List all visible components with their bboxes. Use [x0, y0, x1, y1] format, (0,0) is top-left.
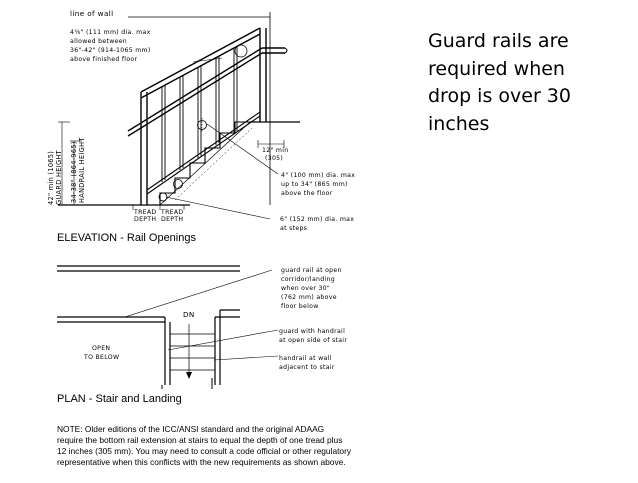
tread-depth-1-line-2: DEPTH [134, 216, 156, 223]
elevation-labels: line of wall 4⅜" (111 mm) dia. max allow… [47, 9, 355, 244]
twelve-min-label: 12" min [262, 147, 288, 154]
six-inch-note-line-2: at steps [280, 225, 307, 232]
open-to-below-line-2: TO BELOW [83, 354, 119, 361]
plan-labels: guard rail at open corridor/landing when… [57, 267, 347, 405]
handrail-note-line-3: 36"-42" (914-1065 mm) [70, 47, 151, 54]
elevation-drawing [58, 12, 300, 220]
six-inch-note-line-1: 6" (152 mm) dia. max [280, 216, 354, 223]
tread-depth-2-line-1: TREAD [160, 209, 184, 216]
code-note: NOTE: Older editions of the ICC/ANSI sta… [57, 424, 352, 467]
note-line-2: require the bottom rail extension at sta… [57, 435, 342, 445]
guard-rail-note-line-5: floor below [281, 303, 319, 310]
note-line-3: 12 inches (305 mm). You may need to cons… [57, 446, 352, 456]
guard-rail-note-line-1: guard rail at open [281, 267, 342, 274]
guard-handrail-note-line-2: at open side of stair [279, 337, 347, 344]
four-inch-note-line-2: up to 34" (865 mm) [281, 181, 348, 188]
guard-rail-note-line-4: (762 mm) above [281, 294, 337, 301]
four-inch-note-line-1: 4" (100 mm) dia. max [281, 172, 355, 179]
handrail-note-line-2: allowed between [70, 38, 127, 45]
plan-drawing [57, 265, 279, 389]
plan-caption: PLAN - Stair and Landing [57, 393, 182, 405]
elevation-caption: ELEVATION - Rail Openings [57, 232, 196, 244]
guard-handrail-note-line-1: guard with handrail [279, 328, 345, 335]
line-of-wall-label: line of wall [70, 9, 114, 18]
handrail-height-value: 34-38" (864-965) [70, 141, 78, 203]
handrail-wall-note-line-1: handrail at wall [279, 355, 332, 362]
handrail-wall-note-line-2: adjacent to stair [279, 364, 335, 371]
slide-text-line-3: drop is over 30 [428, 85, 571, 107]
guard-rail-note-line-2: corridor/landing [281, 276, 335, 283]
slide-text-line-1: Guard rails are [428, 30, 569, 52]
note-line-4: representative when this conflicts with … [57, 457, 346, 467]
handrail-note-line-1: 4⅜" (111 mm) dia. max [70, 29, 151, 36]
tread-depth-1-line-1: TREAD [133, 209, 157, 216]
slide-body-text: Guard rails are required when drop is ov… [428, 28, 628, 138]
guard-rail-note-line-3: when over 30" [281, 285, 330, 292]
twelve-min-metric: (305) [265, 155, 283, 162]
slide-text-line-2: required when [428, 57, 565, 80]
open-to-below-line-1: OPEN [92, 345, 110, 352]
handrail-note-line-4: above finished floor [70, 56, 137, 63]
handrail-height-label: HANDRAIL HEIGHT [78, 137, 86, 203]
tread-depth-2-line-2: DEPTH [161, 216, 183, 223]
guard-height-label: GUARD HEIGHT [55, 149, 63, 205]
slide-text-line-4: inches [428, 112, 490, 135]
four-inch-note-line-3: above the floor [281, 190, 333, 197]
guard-height-value: 42" min (1065) [47, 151, 55, 205]
dn-label: DN [183, 310, 195, 319]
note-line-1: NOTE: Older editions of the ICC/ANSI sta… [57, 424, 324, 434]
